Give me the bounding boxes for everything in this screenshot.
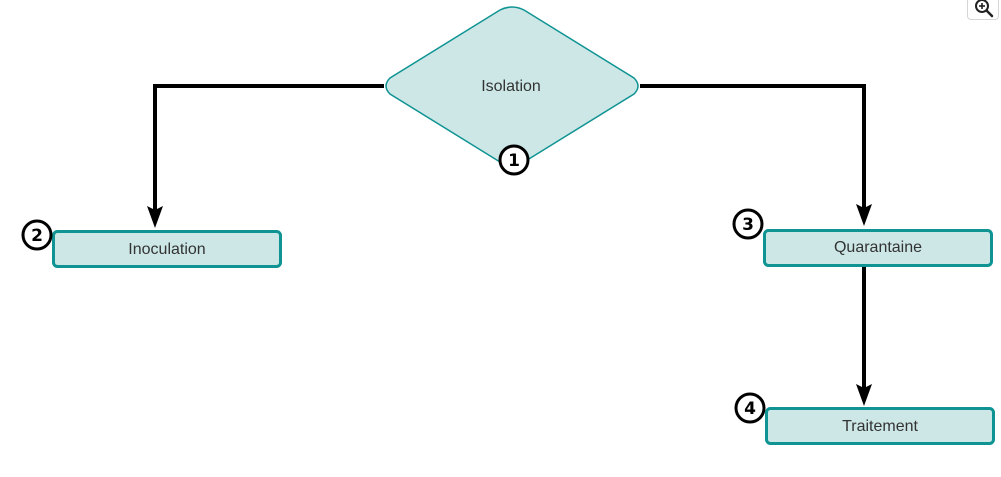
arrowheads	[147, 204, 872, 406]
isolation-label: Isolation	[481, 78, 541, 95]
inoculation-box-shape	[52, 230, 282, 268]
arrowhead-quarantaine	[856, 204, 872, 226]
quarantaine-box-shape	[763, 229, 993, 267]
badge-1: 1	[498, 144, 530, 176]
node-quarantaine[interactable]: Quarantaine	[763, 229, 993, 267]
arrowhead-inoculation	[147, 206, 163, 228]
badge-1-circle	[498, 144, 530, 176]
node-isolation[interactable]: Isolation	[385, 6, 639, 166]
badge-2: 2	[21, 219, 53, 251]
badge-4-number: 4	[744, 399, 756, 419]
connectors	[153, 84, 866, 388]
edge-isolation-to-quarantaine	[640, 84, 866, 208]
zoom-in-icon	[975, 0, 994, 18]
node-traitement[interactable]: Traitement	[765, 407, 995, 445]
quarantaine-label: Quarantaine	[834, 239, 922, 256]
badge-4: 4	[734, 392, 766, 424]
zoom-button[interactable]	[967, 0, 999, 20]
badge-2-circle	[21, 219, 53, 251]
arrowhead-traitement	[856, 384, 872, 406]
badge-2-number: 2	[31, 226, 43, 246]
edge-isolation-to-inoculation	[153, 84, 384, 210]
badge-3: 3	[732, 208, 764, 240]
badge-1-number: 1	[508, 151, 520, 171]
node-inoculation[interactable]: Inoculation	[52, 230, 282, 268]
traitement-label: Traitement	[842, 418, 918, 435]
badge-3-number: 3	[742, 215, 754, 235]
badge-4-circle	[734, 392, 766, 424]
inoculation-label: Inoculation	[128, 241, 205, 258]
traitement-box-shape	[765, 407, 995, 445]
badge-3-circle	[732, 208, 764, 240]
